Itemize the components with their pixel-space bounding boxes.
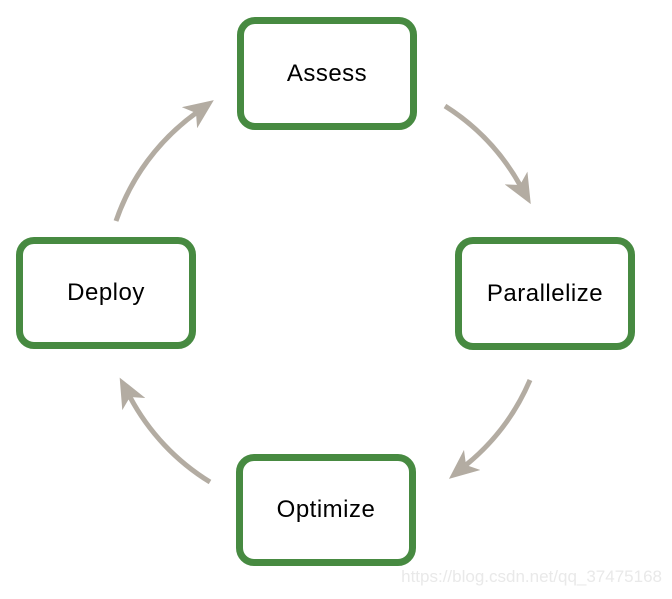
arrow-assess-to-parallelize — [443, 103, 531, 205]
node-assess: Assess — [237, 17, 417, 130]
node-parallelize-label: Parallelize — [486, 279, 604, 307]
arrow-optimize-to-deploy — [119, 377, 212, 485]
watermark: https://blog.csdn.net/qq_37475168 — [401, 567, 662, 586]
node-deploy-label: Deploy — [67, 279, 145, 306]
node-parallelize: Parallelize — [455, 237, 635, 350]
node-optimize: Optimize — [236, 454, 416, 566]
arrow-parallelize-to-optimize — [448, 379, 533, 479]
arrow-deploy-to-assess — [113, 100, 214, 222]
node-optimize-label: Optimize — [276, 496, 376, 523]
node-deploy: Deploy — [16, 237, 196, 349]
node-assess-label: Assess — [286, 59, 368, 87]
